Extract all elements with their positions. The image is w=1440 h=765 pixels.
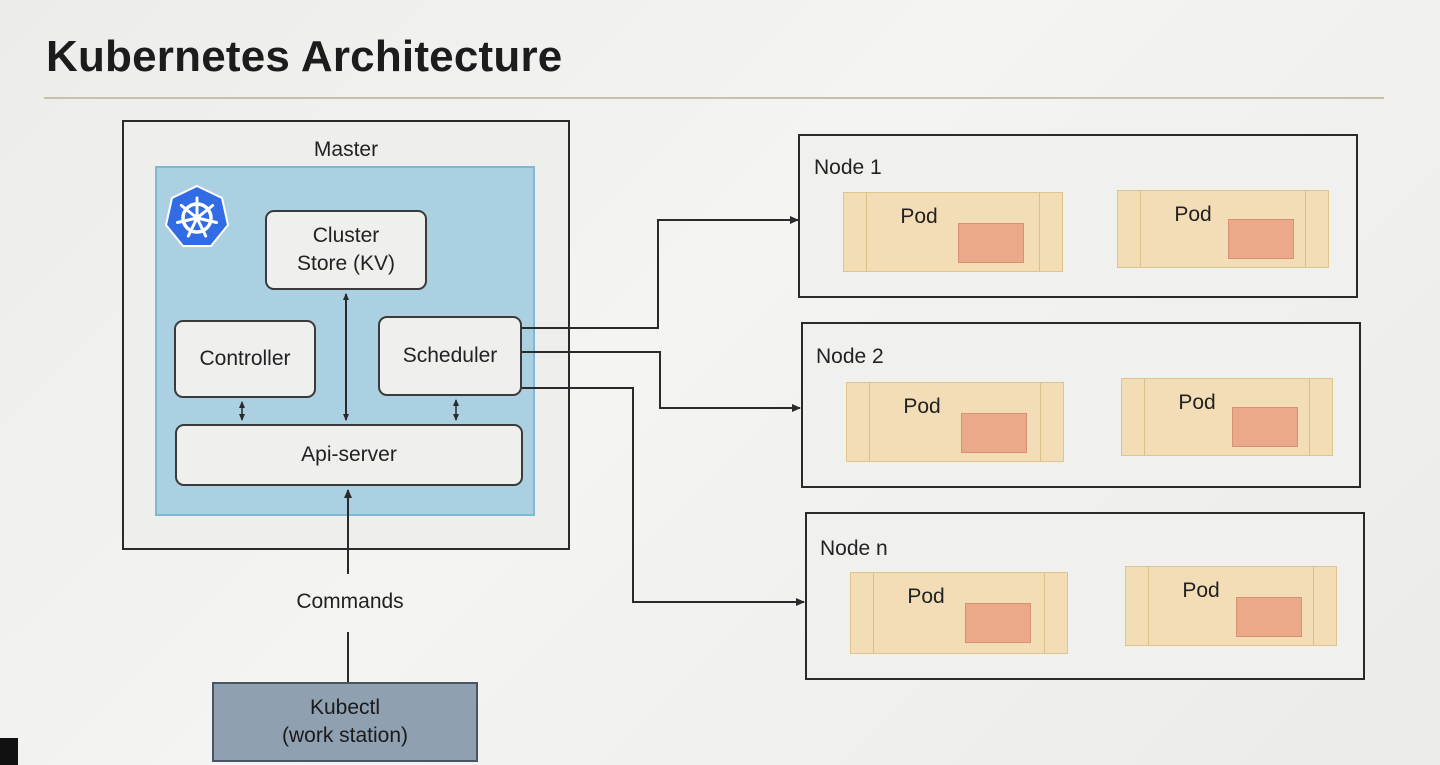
pod-label: Pod xyxy=(900,205,938,228)
pod-edge xyxy=(1044,573,1067,653)
kubernetes-helm-icon xyxy=(164,184,230,248)
pod-edge xyxy=(1039,193,1062,271)
container-block xyxy=(1236,597,1302,637)
pod-edge xyxy=(1305,191,1328,267)
controller-box: Controller xyxy=(174,320,316,398)
pod-edge xyxy=(1040,383,1063,461)
pod-edge xyxy=(1309,379,1332,455)
node-2-pod-1: Pod xyxy=(846,382,1064,462)
pod-edge xyxy=(1118,191,1141,267)
node-n-pod-1: Pod xyxy=(850,572,1068,654)
node-1-label: Node 1 xyxy=(814,156,882,179)
pod-edge xyxy=(851,573,874,653)
kubectl-box: Kubectl (work station) xyxy=(212,682,478,762)
pod-label: Pod xyxy=(1182,579,1220,602)
pod-label: Pod xyxy=(1174,203,1212,226)
master-label: Master xyxy=(313,138,379,161)
node-1-pod-2: Pod xyxy=(1117,190,1329,268)
page-title: Kubernetes Architecture xyxy=(46,32,563,81)
scheduler-to-node-n-arrow xyxy=(522,387,805,606)
pod-edge xyxy=(1313,567,1336,645)
pod-label: Pod xyxy=(1178,391,1216,414)
container-block xyxy=(1228,219,1294,259)
scheduler-to-node-1-arrow xyxy=(522,216,799,329)
corner-shadow xyxy=(0,738,18,765)
node-1-pod-1: Pod xyxy=(843,192,1063,272)
pod-edge xyxy=(1126,567,1149,645)
pod-label: Pod xyxy=(903,395,941,418)
node-n-pod-2: Pod xyxy=(1125,566,1337,646)
node-2-pod-2: Pod xyxy=(1121,378,1333,456)
api-server-box: Api-server xyxy=(175,424,523,486)
controller-label: Controller xyxy=(199,347,291,370)
node-n-label: Node n xyxy=(820,537,888,560)
kubectl-label: Kubectl (work station) xyxy=(281,696,409,747)
scheduler-box: Scheduler xyxy=(378,316,522,396)
container-block xyxy=(958,223,1024,263)
cluster-store-box: Cluster Store (KV) xyxy=(265,210,427,290)
commands-label: Commands xyxy=(296,590,404,613)
container-block xyxy=(1232,407,1298,447)
scheduler-label: Scheduler xyxy=(402,344,498,367)
pod-edge xyxy=(847,383,870,461)
cluster-store-label: Cluster Store (KV) xyxy=(296,224,396,275)
pod-edge xyxy=(844,193,867,271)
node-2-label: Node 2 xyxy=(816,345,884,368)
api-server-label: Api-server xyxy=(301,443,397,466)
container-block xyxy=(965,603,1031,643)
scheduler-to-node-2-arrow xyxy=(522,351,801,412)
container-block xyxy=(961,413,1027,453)
pod-label: Pod xyxy=(907,585,945,608)
pod-edge xyxy=(1122,379,1145,455)
title-divider xyxy=(44,97,1384,99)
